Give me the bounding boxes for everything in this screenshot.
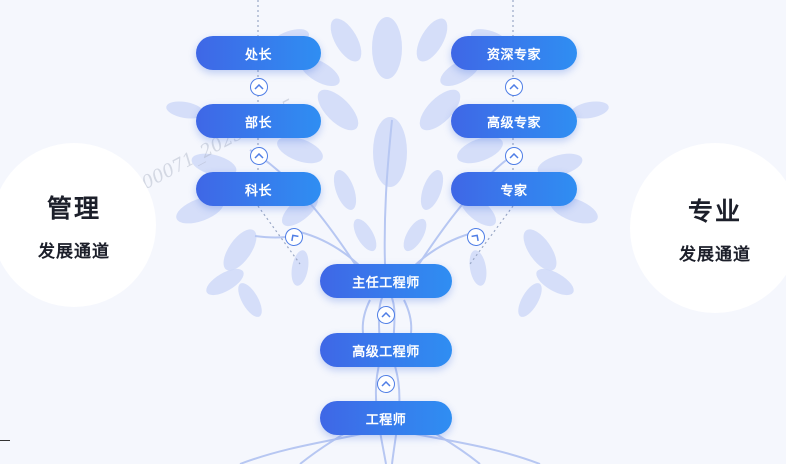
leaf-shape [223, 229, 257, 271]
leaf-shape [469, 250, 487, 286]
chevron-up-icon [250, 78, 268, 96]
edge-mark [0, 440, 10, 441]
professional-channel-subtitle: 发展通道 [679, 244, 751, 265]
node-management-director[interactable]: 处长 [196, 36, 321, 70]
chevron-up-icon [377, 306, 395, 324]
node-engineering-senior-engineer[interactable]: 高级工程师 [320, 333, 452, 367]
leaf-shape [419, 89, 461, 131]
leaf-shape [537, 153, 583, 177]
leaf-shape [372, 17, 402, 79]
node-engineering-chief-engineer[interactable]: 主任工程师 [320, 264, 452, 298]
leaf-shape [277, 136, 323, 164]
leaf-shape [317, 89, 359, 131]
professional-channel-circle: 专业 发展通道 [630, 143, 786, 313]
node-professional-senior-expert[interactable]: 资深专家 [451, 36, 577, 70]
leaf-shape [536, 268, 574, 296]
node-engineering-engineer[interactable]: 工程师 [320, 401, 452, 435]
management-channel-title: 管理 [46, 193, 101, 223]
leaf-shape [291, 250, 309, 286]
leaf-shape [238, 283, 262, 317]
chevron-up-icon [250, 147, 268, 165]
leaf-shape [333, 170, 357, 210]
chevron-diagonal-icon [281, 224, 307, 250]
node-management-section-chief[interactable]: 科长 [196, 172, 321, 206]
branch-line [395, 429, 541, 464]
leaf-shape [353, 218, 377, 252]
leaf-shape [191, 153, 237, 177]
leaf-shape [518, 283, 542, 317]
leaf-shape [416, 18, 448, 62]
leaf-shape [420, 170, 444, 210]
dotted-connector [469, 205, 514, 265]
chevron-up-icon [505, 147, 523, 165]
chevron-up-icon [505, 78, 523, 96]
branch-line [239, 429, 379, 464]
node-professional-advanced-expert[interactable]: 高级专家 [451, 104, 577, 138]
node-management-manager[interactable]: 部长 [196, 104, 321, 138]
leaf-shape [403, 218, 427, 252]
leaf-shape [457, 136, 503, 164]
leaf-shape [571, 101, 609, 119]
leaf-shape [206, 268, 244, 296]
node-professional-expert[interactable]: 专家 [451, 172, 577, 206]
chevron-diagonal-icon [463, 224, 489, 250]
leaf-shape [523, 229, 557, 271]
chevron-up-icon [377, 375, 395, 393]
leaf-shape [166, 101, 204, 119]
management-channel-circle: 管理 发展通道 [0, 143, 156, 307]
dotted-connector [257, 205, 301, 265]
management-channel-subtitle: 发展通道 [38, 241, 110, 262]
professional-channel-title: 专业 [687, 196, 742, 226]
leaf-shape [330, 18, 362, 62]
